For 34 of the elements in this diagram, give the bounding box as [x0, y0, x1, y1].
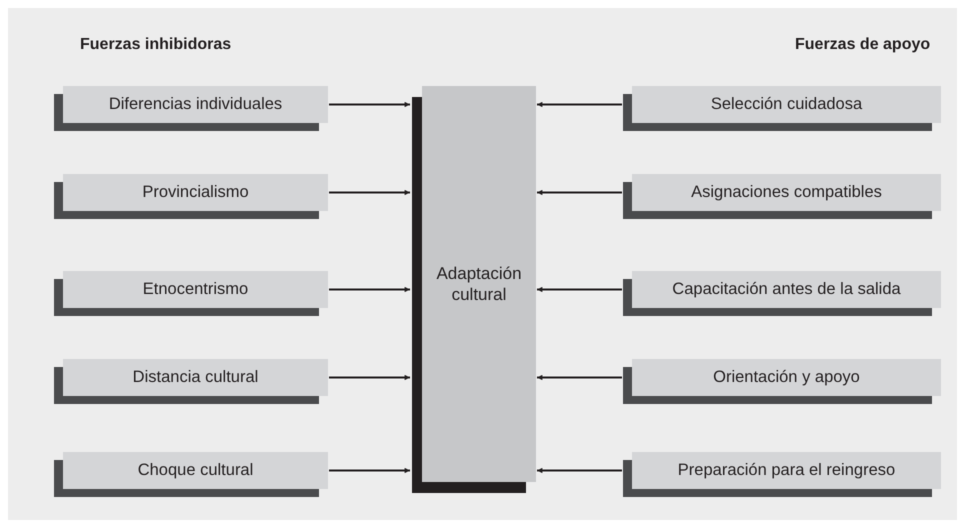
arrow — [537, 102, 622, 108]
arrow — [537, 468, 622, 474]
arrow — [537, 374, 622, 380]
arrow — [329, 286, 410, 292]
force-box — [623, 174, 941, 219]
force-box — [54, 452, 328, 497]
force-box — [623, 452, 941, 497]
box-label: Etnocentrismo — [142, 279, 250, 300]
force-box — [54, 86, 328, 131]
column-heading: Fuerzas inhibidoras — [80, 36, 232, 54]
box-label: Adaptación cultural — [435, 262, 523, 306]
box-label: Distancia cultural — [132, 367, 260, 388]
arrow — [329, 190, 410, 196]
arrow — [537, 286, 622, 292]
box-label: Choque cultural — [136, 460, 254, 482]
box-label: Preparación para el reingreso — [676, 460, 896, 482]
box-label: Capacitación antes de la salida — [671, 279, 902, 300]
arrow — [537, 190, 622, 196]
arrow — [329, 468, 410, 474]
force-box — [54, 174, 328, 219]
box-label: Selección cuidadosa — [710, 94, 864, 116]
arrow — [329, 374, 410, 380]
force-box — [623, 86, 941, 131]
arrow — [329, 102, 410, 108]
central-box — [412, 86, 536, 493]
box-label: Asignaciones compatibles — [690, 182, 883, 204]
force-box — [623, 359, 941, 404]
box-label: Diferencias individuales — [108, 94, 284, 116]
column-heading: Fuerzas de apoyo — [795, 36, 930, 54]
force-box — [54, 271, 328, 316]
force-box — [54, 359, 328, 404]
box-label: Provincialismo — [141, 182, 250, 204]
force-box — [623, 271, 941, 316]
box-label: Orientación y apoyo — [712, 367, 861, 388]
